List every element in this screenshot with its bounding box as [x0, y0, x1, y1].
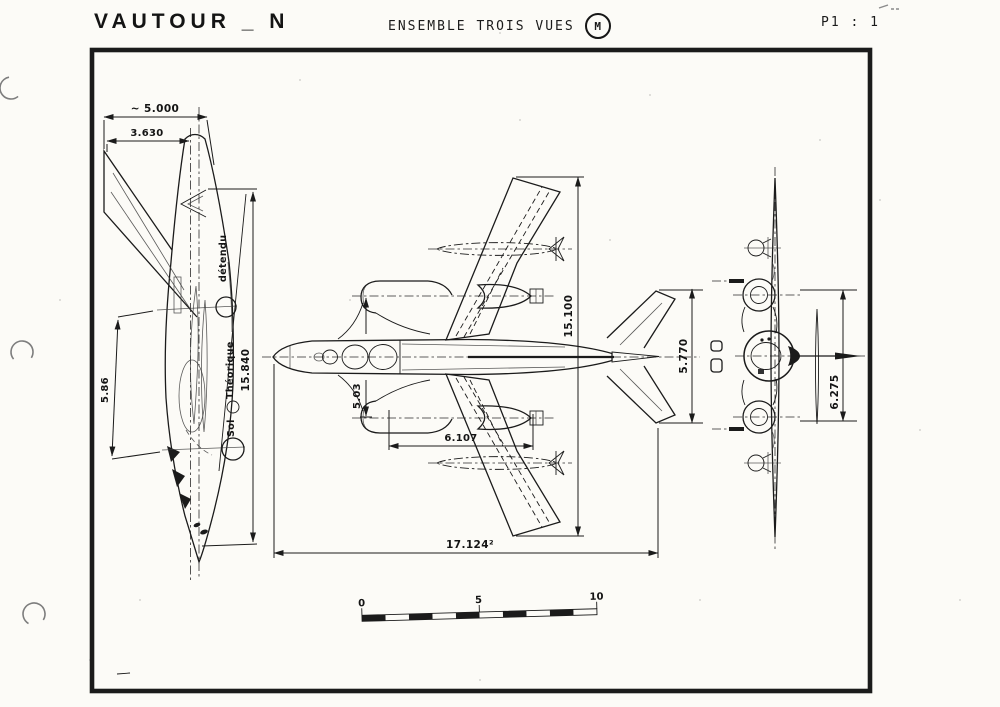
scale-label-0: 0	[358, 598, 365, 609]
ground-label-theorique: Théorique	[225, 341, 236, 399]
punch-holes	[0, 76, 46, 626]
dimension-engine-spacing: 5.03	[352, 297, 372, 418]
front-tailplane	[815, 308, 819, 425]
paper-speckles	[59, 32, 961, 681]
front-tip-tank-lower	[744, 452, 781, 474]
front-nose-gear	[710, 340, 723, 373]
dim-nacelle-length-label: 6.107	[444, 433, 477, 444]
dimension-gear-spacing: 6.275	[800, 289, 857, 422]
front-wing	[770, 177, 780, 538]
dimension-wingspan: 15.100	[516, 176, 584, 537]
front-view: 5.770 6.275	[659, 167, 865, 549]
dimension-nacelle-length: 6.107	[388, 410, 534, 450]
dimension-side-length: 15.840	[201, 188, 258, 547]
side-fin	[103, 148, 198, 318]
dim-fin-width-label: 3.630	[130, 128, 163, 139]
front-nacelle-upper	[733, 261, 801, 334]
dim-gear-spacing-label: 6.275	[829, 374, 841, 409]
side-interior-detail	[173, 261, 233, 456]
dimension-fin-width: 3.630	[106, 128, 190, 152]
plan-canopy	[313, 344, 398, 370]
front-reference-marks	[712, 279, 744, 431]
ground-label-detendu: détendu	[218, 235, 229, 282]
side-canopy-marks	[167, 446, 191, 509]
plan-nacelle-lower	[337, 374, 556, 434]
scale-label-10: 10	[589, 592, 603, 603]
front-fuselage	[743, 330, 800, 382]
side-nose-markings	[193, 522, 208, 535]
frame-tick	[116, 672, 131, 675]
revision-mark: M	[584, 13, 611, 39]
dim-overall-length-label: 17.124²	[446, 539, 494, 551]
drawing-title: ENSEMBLE TROIS VUES	[388, 18, 575, 34]
aircraft-title: VAUTOUR _ N	[94, 10, 290, 33]
side-view: Sol Théorique détendu ~ 5.000 3.630	[100, 103, 258, 580]
dim-wheelbase-label: 5.86	[100, 377, 111, 403]
dimension-tailplane-span: 5.770	[659, 288, 703, 424]
dim-engine-spacing-label: 5.03	[352, 383, 363, 409]
dim-side-length-label: 15.840	[240, 349, 252, 392]
plan-wing-lower	[444, 373, 561, 537]
nose-wheel	[215, 296, 237, 318]
main-wheel	[221, 437, 245, 461]
drawing-header: ENSEMBLE TROIS VUES M	[388, 13, 611, 39]
ground-symbol	[226, 400, 240, 414]
wingtip-tank-lower	[428, 450, 572, 476]
dim-tailplane-span-label: 5.770	[678, 338, 690, 373]
drawing-frame	[89, 47, 873, 694]
plan-view: 15.100 5.03 6.107 17.124²	[262, 176, 700, 558]
dimension-overall-height: ~ 5.000	[103, 103, 215, 166]
scale-label-5: 5	[475, 595, 482, 606]
plan-fuselage-detail	[289, 340, 566, 374]
punch-hole	[0, 76, 23, 100]
side-tailplane	[180, 189, 207, 218]
ground-label-sol: Sol	[226, 419, 237, 437]
dimension-overall-length: 17.124²	[273, 364, 659, 558]
front-fin	[795, 352, 861, 360]
dim-wingspan-label: 15.100	[563, 295, 575, 338]
sheet-reference: P1 : 1	[821, 15, 880, 30]
stray-mark	[878, 4, 899, 10]
dim-overall-height-label: ~ 5.000	[131, 103, 179, 115]
dimension-wheelbase: 5.86	[100, 310, 161, 460]
front-nacelle-lower	[733, 378, 801, 451]
scale-bar: 0 5 10	[358, 592, 604, 622]
ground-line	[218, 193, 247, 472]
punch-hole	[22, 602, 46, 626]
ground-line-group: Sol Théorique détendu	[156, 193, 247, 472]
plan-tailplane	[468, 290, 676, 424]
side-fuselage	[164, 133, 235, 564]
front-tip-tank-upper	[744, 237, 781, 259]
plan-wing-upper	[444, 177, 561, 341]
punch-hole	[10, 340, 34, 364]
plan-nacelle-upper	[337, 280, 556, 340]
wingtip-tank-upper	[428, 236, 572, 262]
